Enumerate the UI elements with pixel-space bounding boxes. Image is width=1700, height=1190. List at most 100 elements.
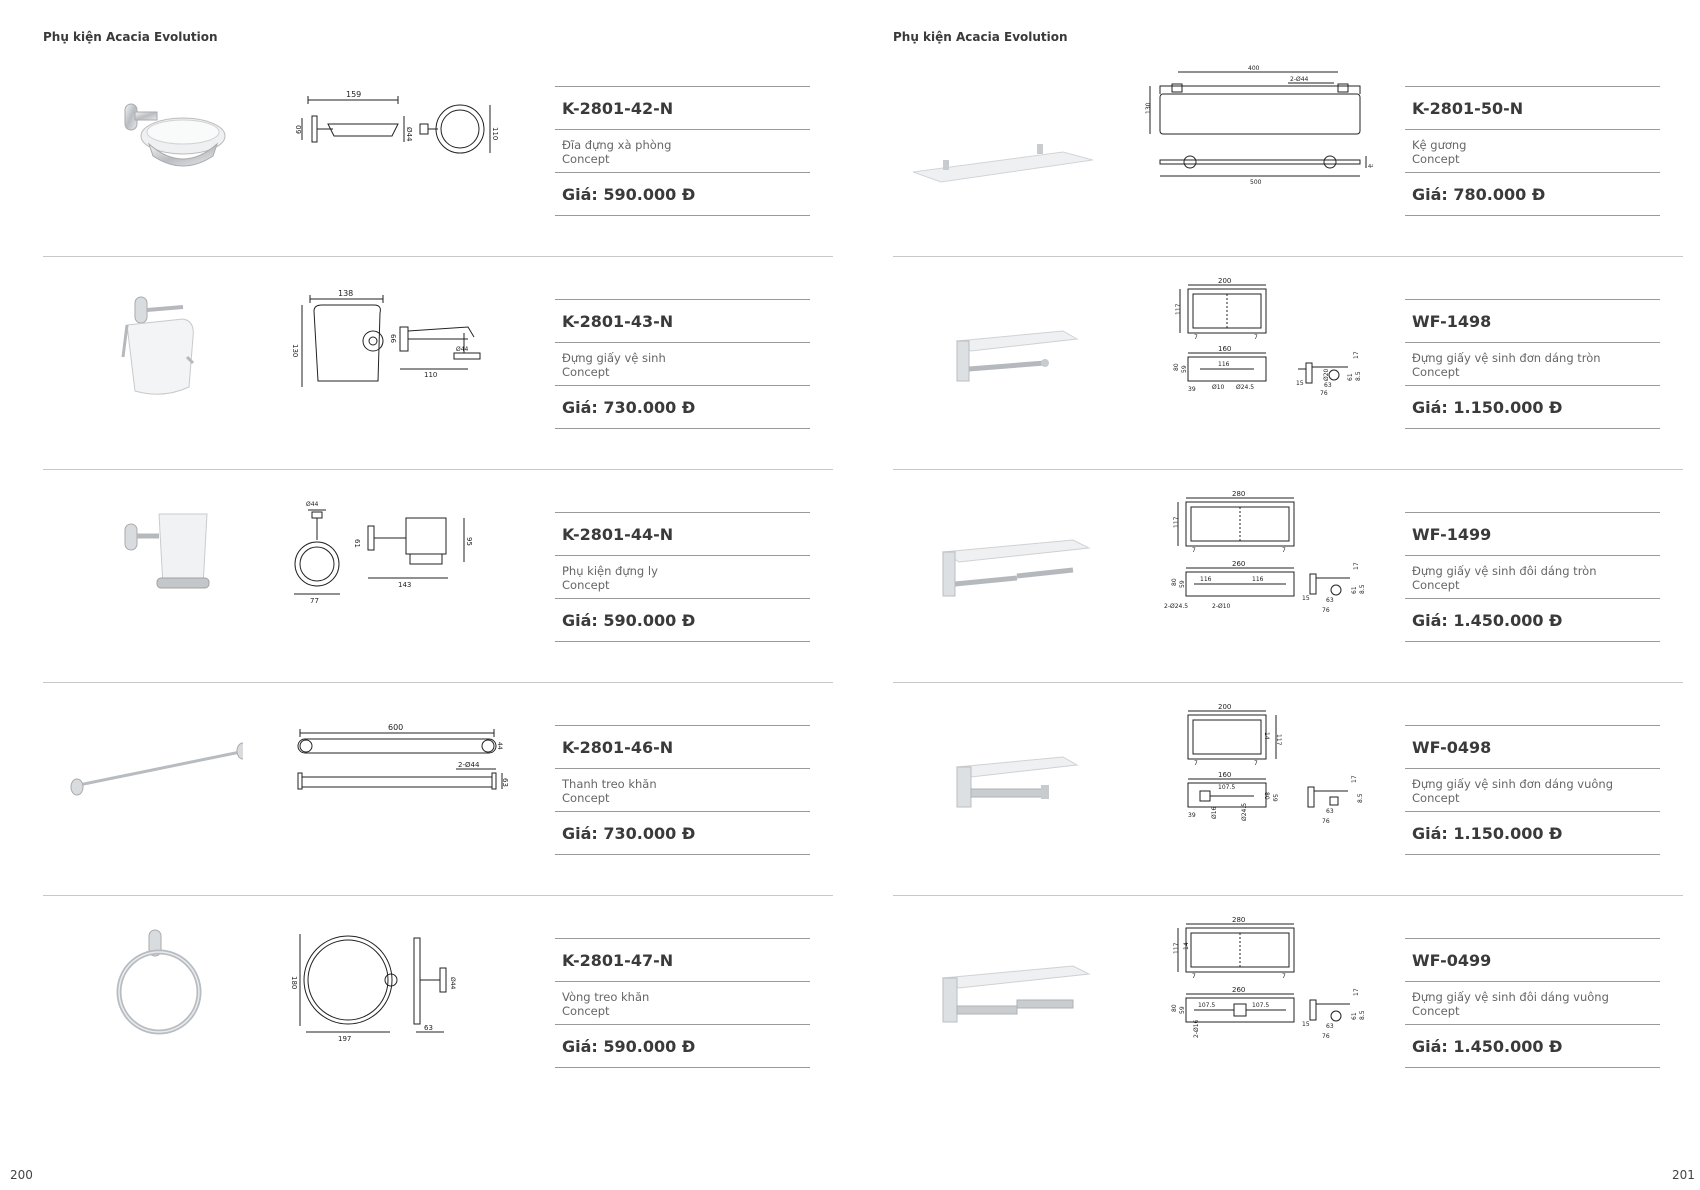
product-series: Concept xyxy=(1412,578,1460,592)
dim-label: Ø44 xyxy=(306,501,319,508)
product-info: K-2801-44-N Phụ kiện đựng ly Concept Giá… xyxy=(555,512,810,642)
dim-label: 39 xyxy=(1188,386,1196,393)
row-divider xyxy=(893,682,1683,683)
dim-label: 2-Ø16 xyxy=(1193,1019,1200,1038)
dim-label: 7 xyxy=(1192,547,1196,554)
product-name: Đựng giấy vệ sinh đôi dáng tròn xyxy=(1412,564,1597,578)
product-price: Giá: 780.000 Đ xyxy=(1412,184,1546,204)
dim-label: 76 xyxy=(1320,390,1328,397)
product-series: Concept xyxy=(1412,791,1460,805)
product-photo-tumbler-holder xyxy=(63,490,243,620)
dim-label: 8.5 xyxy=(1359,1010,1366,1020)
dim-label: 15 xyxy=(1296,380,1304,387)
product-code: K-2801-50-N xyxy=(1412,98,1524,118)
product-info: WF-1498 Đựng giấy vệ sinh đơn dáng tròn … xyxy=(1405,299,1660,429)
dim-label: 117 xyxy=(1275,734,1282,746)
dim-label: 280 xyxy=(1232,916,1245,924)
product-info: WF-0498 Đựng giấy vệ sinh đơn dáng vuông… xyxy=(1405,725,1660,855)
technical-drawing: Ø44 77 95 61 143 xyxy=(288,490,523,620)
dim-label: Ø20 xyxy=(1323,368,1330,381)
dim-label: 17 xyxy=(1353,988,1360,996)
dim-label: 80 xyxy=(1171,578,1178,586)
product-price: Giá: 1.150.000 Đ xyxy=(1412,823,1563,843)
product-code: K-2801-44-N xyxy=(562,524,674,544)
dim-label: Ø10 xyxy=(1212,384,1225,391)
dim-label: 44 xyxy=(1368,164,1373,170)
product-row: 400 2-Ø44 130 44 500 K-2801-50-N Kệ xyxy=(893,44,1683,257)
dim-label: 280 xyxy=(1232,490,1245,498)
product-code: WF-0498 xyxy=(1412,737,1492,757)
product-photo-square-double-paper-holder-shelf xyxy=(913,916,1093,1046)
dim-label: 160 xyxy=(1218,771,1231,779)
product-name: Thanh treo khăn xyxy=(562,777,657,791)
product-price: Giá: 1.450.000 Đ xyxy=(1412,610,1563,630)
product-photo-paper-holder xyxy=(63,277,243,407)
product-row: 600 44 2-Ø44 63 K-2801-46-N Thanh treo k… xyxy=(43,683,833,896)
dim-label: 110 xyxy=(491,127,499,140)
product-series: Concept xyxy=(1412,365,1460,379)
product-photo-double-paper-holder-shelf xyxy=(913,490,1093,620)
dim-label: 159 xyxy=(346,90,361,99)
dim-label: Ø24.5 xyxy=(1236,384,1254,391)
product-code: K-2801-42-N xyxy=(562,98,674,118)
dim-label: 60 xyxy=(295,125,303,134)
dim-label: 8.5 xyxy=(1355,371,1362,381)
row-divider xyxy=(43,469,833,470)
dim-label: 59 xyxy=(1179,1006,1186,1014)
dim-label: 63 xyxy=(501,778,509,787)
dim-label: 200 xyxy=(1218,277,1231,285)
product-row: 138 130 Ø44 99 110 K-2801-43-N Đựng giấy… xyxy=(43,257,833,470)
technical-drawing: 280 117 14 7 7 260 107.5 107.5 80 59 2-Ø… xyxy=(1138,916,1373,1046)
dim-label: 99 xyxy=(390,334,398,343)
dim-label: 130 xyxy=(291,344,299,357)
dim-label: Ø16 xyxy=(1211,806,1218,819)
dim-label: Ø44 xyxy=(456,346,469,353)
product-info: WF-0499 Đựng giấy vệ sinh đôi dáng vuông… xyxy=(1405,938,1660,1068)
dim-label: 17 xyxy=(1353,351,1360,359)
dim-label: 63 xyxy=(1326,1023,1334,1030)
product-name: Kệ gương xyxy=(1412,138,1467,152)
dim-label: 400 xyxy=(1248,65,1260,72)
dim-label: 17 xyxy=(1351,775,1358,783)
product-name: Đựng giấy vệ sinh đơn dáng vuông xyxy=(1412,777,1613,791)
product-photo-square-paper-holder-shelf xyxy=(913,703,1093,833)
technical-drawing: 400 2-Ø44 130 44 500 xyxy=(1138,64,1374,194)
dim-label: 61 xyxy=(353,539,361,548)
row-divider xyxy=(893,895,1683,896)
dim-label: 14 xyxy=(1183,942,1190,950)
product-row: 280 117 7 7 260 116 116 80 59 2-Ø24.5 2-… xyxy=(893,470,1683,683)
dim-label: 7 xyxy=(1254,760,1258,767)
product-name: Phụ kiện đựng ly xyxy=(562,564,658,578)
technical-drawing: 200 117 7 7 160 116 80 59 39 Ø10 Ø24.5 1 xyxy=(1138,277,1373,407)
product-row: 180 197 Ø44 63 K-2801-47-N Vòng treo khă… xyxy=(43,896,833,1109)
dim-label: 95 xyxy=(465,537,473,546)
dim-label: 117 xyxy=(1173,516,1180,528)
product-price: Giá: 590.000 Đ xyxy=(562,610,696,630)
dim-label: 7 xyxy=(1282,547,1286,554)
product-series: Concept xyxy=(562,578,610,592)
product-name: Vòng treo khăn xyxy=(562,990,650,1004)
dim-label: 63 xyxy=(1326,808,1334,815)
dim-label: 110 xyxy=(424,371,437,379)
dim-label: 130 xyxy=(1145,102,1152,114)
dim-label: Ø44 xyxy=(405,127,413,142)
product-code: K-2801-47-N xyxy=(562,950,674,970)
dim-label: 600 xyxy=(388,723,403,732)
product-price: Giá: 730.000 Đ xyxy=(562,823,696,843)
dim-label: 2-Ø24.5 xyxy=(1164,603,1188,610)
dim-label: 160 xyxy=(1218,345,1231,353)
dim-label: 63 xyxy=(1324,382,1332,389)
dim-label: 7 xyxy=(1194,760,1198,767)
dim-label: 80 xyxy=(1171,1004,1178,1012)
product-name: Đựng giấy vệ sinh đơn dáng tròn xyxy=(1412,351,1601,365)
dim-label: 7 xyxy=(1254,334,1258,341)
product-photo-paper-holder-shelf xyxy=(913,277,1093,407)
dim-label: 117 xyxy=(1175,303,1182,315)
dim-label: 8.5 xyxy=(1359,584,1366,594)
page-number: 200 xyxy=(10,1168,33,1182)
catalog-page-left: Phụ kiện Acacia Evolution 159 6 xyxy=(10,30,833,1182)
dim-label: 59 xyxy=(1271,794,1278,802)
technical-drawing: 280 117 7 7 260 116 116 80 59 2-Ø24.5 2-… xyxy=(1138,490,1373,620)
dim-label: 260 xyxy=(1232,986,1245,994)
dim-label: 500 xyxy=(1250,179,1262,186)
